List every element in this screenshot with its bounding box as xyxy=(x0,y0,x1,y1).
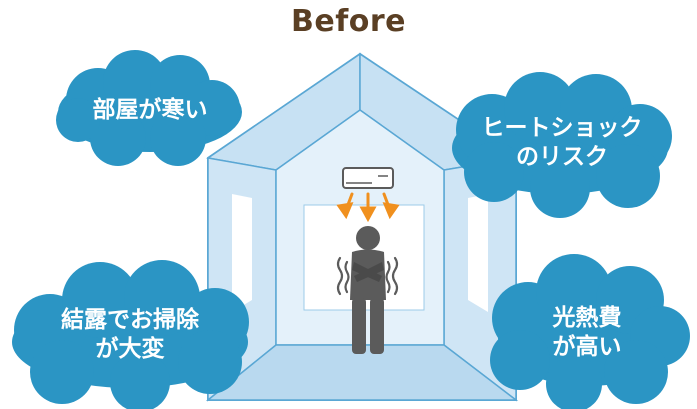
problem-line: 部屋が寒い xyxy=(92,97,208,123)
cold-wave-icon xyxy=(336,256,399,296)
problem-line: が大変 xyxy=(95,335,165,362)
cloud-condensation xyxy=(12,260,249,409)
cloud-cold-room xyxy=(56,50,242,166)
warm-air-arrows-icon xyxy=(336,192,400,223)
cloud-heat-shock xyxy=(452,72,672,218)
shivering-person-icon xyxy=(350,226,386,354)
problem-line: 光熱費 xyxy=(552,305,622,331)
problem-label-cold-room: 部屋が寒い xyxy=(70,96,230,125)
problem-label-condensation: 結露でお掃除 が大変 xyxy=(30,306,230,364)
problem-line: 結露でお掃除 xyxy=(61,307,199,333)
problem-line: ヒートショック xyxy=(481,115,643,141)
right-window xyxy=(468,194,488,312)
problem-label-heat-shock: ヒートショック のリスク xyxy=(462,114,662,172)
problem-label-utility-cost: 光熱費 が高い xyxy=(512,304,662,362)
air-conditioner-icon xyxy=(342,167,394,189)
cloud-utility-cost xyxy=(490,254,690,409)
problem-line: のリスク xyxy=(516,143,608,170)
left-window xyxy=(232,194,252,312)
page-title: Before xyxy=(290,4,407,39)
problem-line: が高い xyxy=(552,333,622,360)
